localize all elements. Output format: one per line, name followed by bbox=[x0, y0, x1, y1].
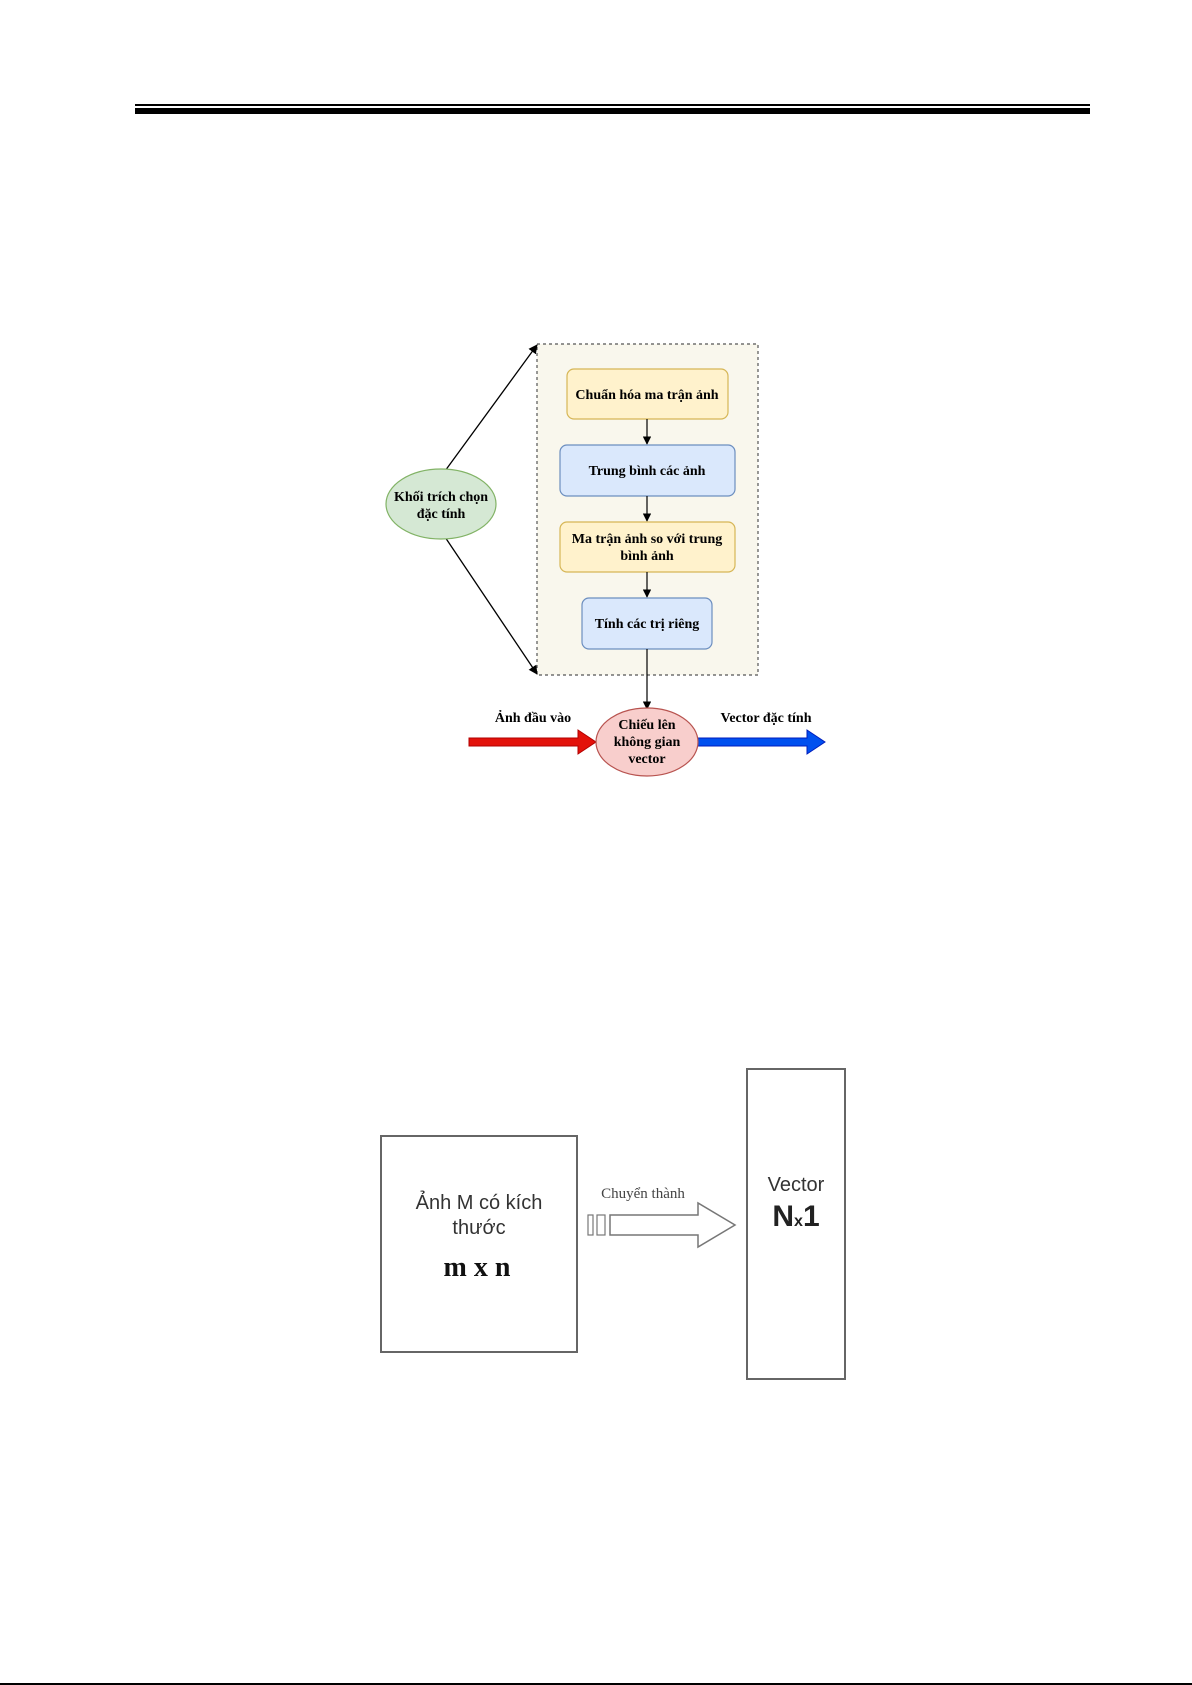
output-arrow bbox=[698, 730, 825, 754]
arrow-tail-bar-1 bbox=[588, 1215, 593, 1235]
step-normalize-label: Chuẩn hóa ma trận ảnh bbox=[575, 388, 718, 403]
image-to-vector-diagram: Ảnh M có kích thước m x n Chuyển thành V… bbox=[0, 1040, 1192, 1540]
projection-label-1: Chiếu lên bbox=[618, 718, 675, 733]
vector-n: N bbox=[772, 1200, 794, 1233]
connector-top bbox=[445, 345, 537, 471]
connector-bottom bbox=[445, 537, 537, 674]
transform-arrow bbox=[610, 1203, 735, 1247]
step-diff-label-2: bình ảnh bbox=[620, 549, 674, 564]
projection-label-3: vector bbox=[628, 752, 665, 767]
step-diff-box bbox=[560, 522, 735, 572]
vector-title: Vector bbox=[768, 1174, 825, 1196]
image-size-label: m x n bbox=[444, 1252, 511, 1283]
feature-block-label-2: đặc tính bbox=[417, 507, 466, 522]
arrow-tail-bar-2 bbox=[597, 1215, 605, 1235]
step-diff-label-1: Ma trận ảnh so với trung bbox=[572, 532, 723, 547]
image-box-label-1: Ảnh M có kích bbox=[416, 1191, 543, 1214]
step-eigen-label: Tính các trị riêng bbox=[595, 617, 700, 632]
image-box bbox=[381, 1136, 577, 1352]
step-mean-label: Trung bình các ảnh bbox=[589, 464, 706, 479]
input-arrow bbox=[469, 730, 596, 754]
vector-one: 1 bbox=[803, 1200, 820, 1233]
input-label: Ảnh đầu vào bbox=[495, 709, 571, 726]
vector-x: x bbox=[794, 1213, 803, 1230]
feature-block-label-1: Khối trích chọn bbox=[394, 490, 488, 505]
feature-extraction-diagram: Khối trích chọn đặc tính Chuẩn hóa ma tr… bbox=[0, 0, 1192, 800]
output-label: Vector đặc tính bbox=[721, 711, 812, 726]
transform-label: Chuyển thành bbox=[601, 1186, 685, 1202]
image-box-label-2: thước bbox=[452, 1217, 505, 1239]
projection-label-2: không gian bbox=[614, 735, 681, 750]
